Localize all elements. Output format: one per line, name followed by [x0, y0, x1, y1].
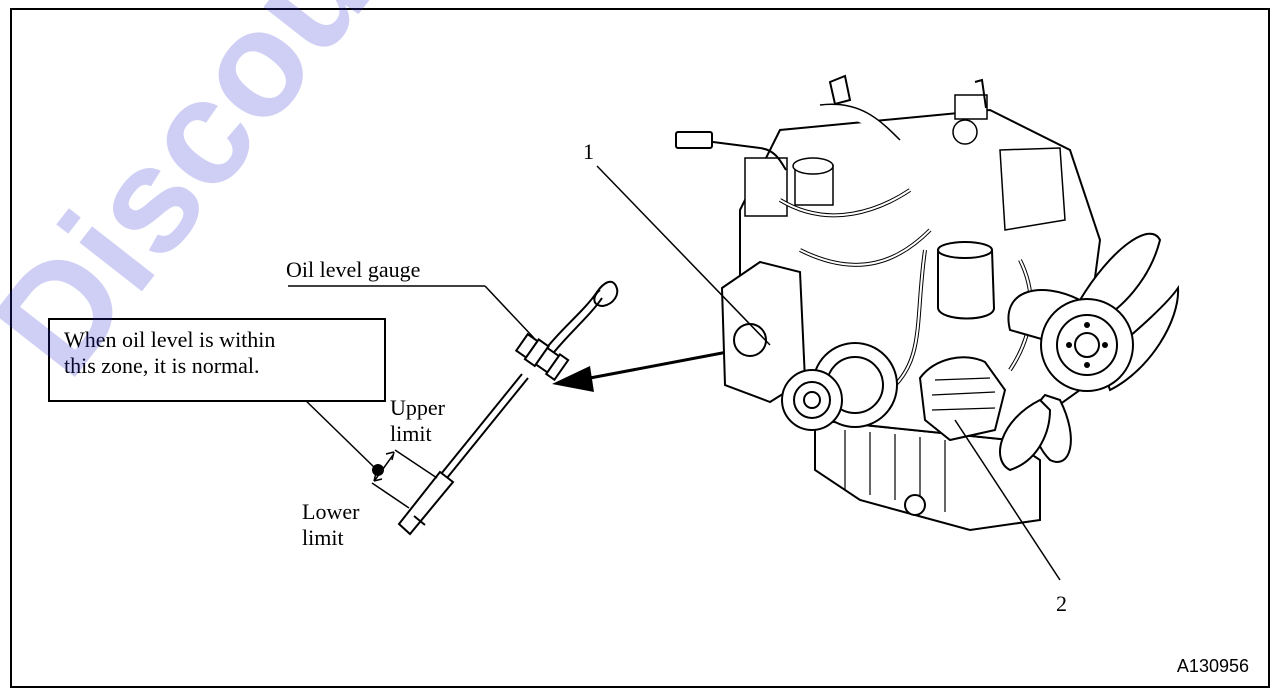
limit-markers	[299, 394, 438, 509]
lower-limit-label-line-1: Lower	[302, 499, 360, 524]
direction-arrow	[552, 348, 739, 392]
lower-limit-label-line-2: limit	[302, 525, 344, 550]
gauge-leader-line	[288, 285, 535, 339]
callout-number-1: 1	[583, 139, 594, 164]
dipstick-illustration	[397, 280, 619, 536]
callout-leaders	[596, 165, 1061, 581]
callout-text-line-1: When oil level is within	[64, 327, 276, 352]
callout-text-line-2: this zone, it is normal.	[64, 353, 260, 378]
normal-zone-callout-box: When oil level is within this zone, it i…	[48, 318, 386, 402]
oil-level-gauge-label: Oil level gauge	[286, 257, 421, 282]
upper-limit-label-line-1: Upper	[390, 395, 445, 420]
figure-id: A130956	[1176, 656, 1249, 676]
callout-number-2: 2	[1056, 591, 1067, 616]
upper-limit-label-line-2: limit	[390, 421, 432, 446]
engine-illustration	[675, 74, 1180, 532]
